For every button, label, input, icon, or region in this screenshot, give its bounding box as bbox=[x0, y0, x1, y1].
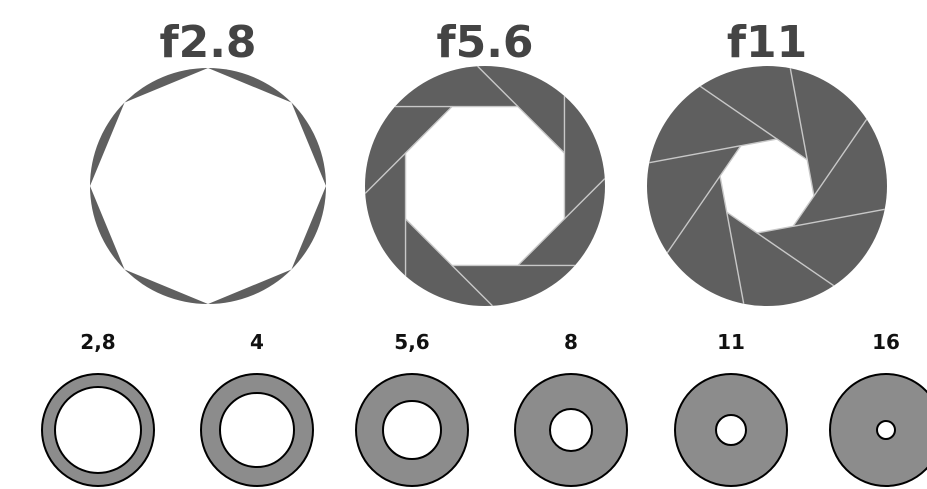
stop-ring-opening bbox=[55, 387, 141, 473]
stop-ring-opening bbox=[220, 393, 294, 467]
stop-label-11: 11 bbox=[717, 330, 745, 354]
iris-f5-6 bbox=[365, 66, 605, 306]
stop-label-4: 4 bbox=[250, 330, 264, 354]
aperture-label-f5-6: f5.6 bbox=[436, 17, 533, 68]
aperture-label-f2-8: f2.8 bbox=[159, 17, 256, 68]
aperture-label-f11: f11 bbox=[727, 17, 807, 68]
iris-opening bbox=[90, 68, 326, 304]
stop-rings bbox=[42, 374, 927, 486]
stop-ring-opening bbox=[877, 421, 895, 439]
iris-f11 bbox=[647, 66, 887, 306]
stop-ring-opening bbox=[383, 401, 441, 459]
stop-label-2-8: 2,8 bbox=[80, 330, 115, 354]
stop-label-5-6: 5,6 bbox=[394, 330, 429, 354]
iris-f2-8 bbox=[90, 68, 326, 304]
stop-ring-opening bbox=[550, 409, 592, 451]
iris-opening bbox=[406, 107, 565, 266]
stop-label-8: 8 bbox=[564, 330, 578, 354]
stop-ring-opening bbox=[716, 415, 746, 445]
stop-label-16: 16 bbox=[872, 330, 900, 354]
